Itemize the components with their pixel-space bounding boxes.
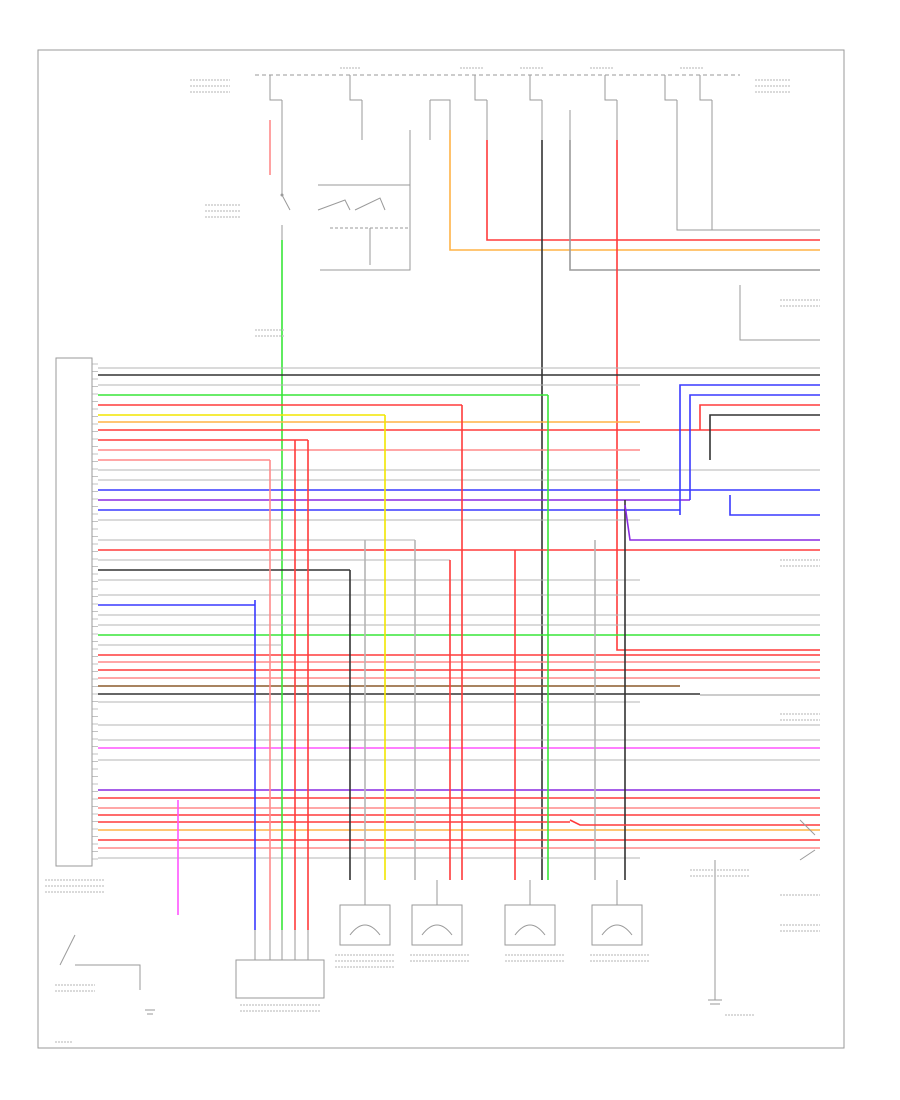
bottom-components	[235, 880, 643, 999]
ecm-pin-ticks	[92, 363, 98, 860]
bottom-left-switch	[59, 934, 155, 1015]
drop-wires	[177, 395, 626, 930]
right-components	[700, 285, 820, 1005]
tiny-labels	[45, 67, 820, 1043]
right-jog-wires	[569, 384, 820, 826]
ecm-connector	[55, 357, 93, 867]
diagram-frame	[37, 49, 845, 1049]
fuse-drops	[269, 75, 712, 130]
ignition-switch	[317, 180, 411, 271]
engine-control-module-connector	[235, 959, 325, 999]
ecm-harness-wires	[98, 367, 820, 859]
top-left-switch	[280, 140, 291, 240]
fuse-feed-wires	[281, 100, 713, 180]
